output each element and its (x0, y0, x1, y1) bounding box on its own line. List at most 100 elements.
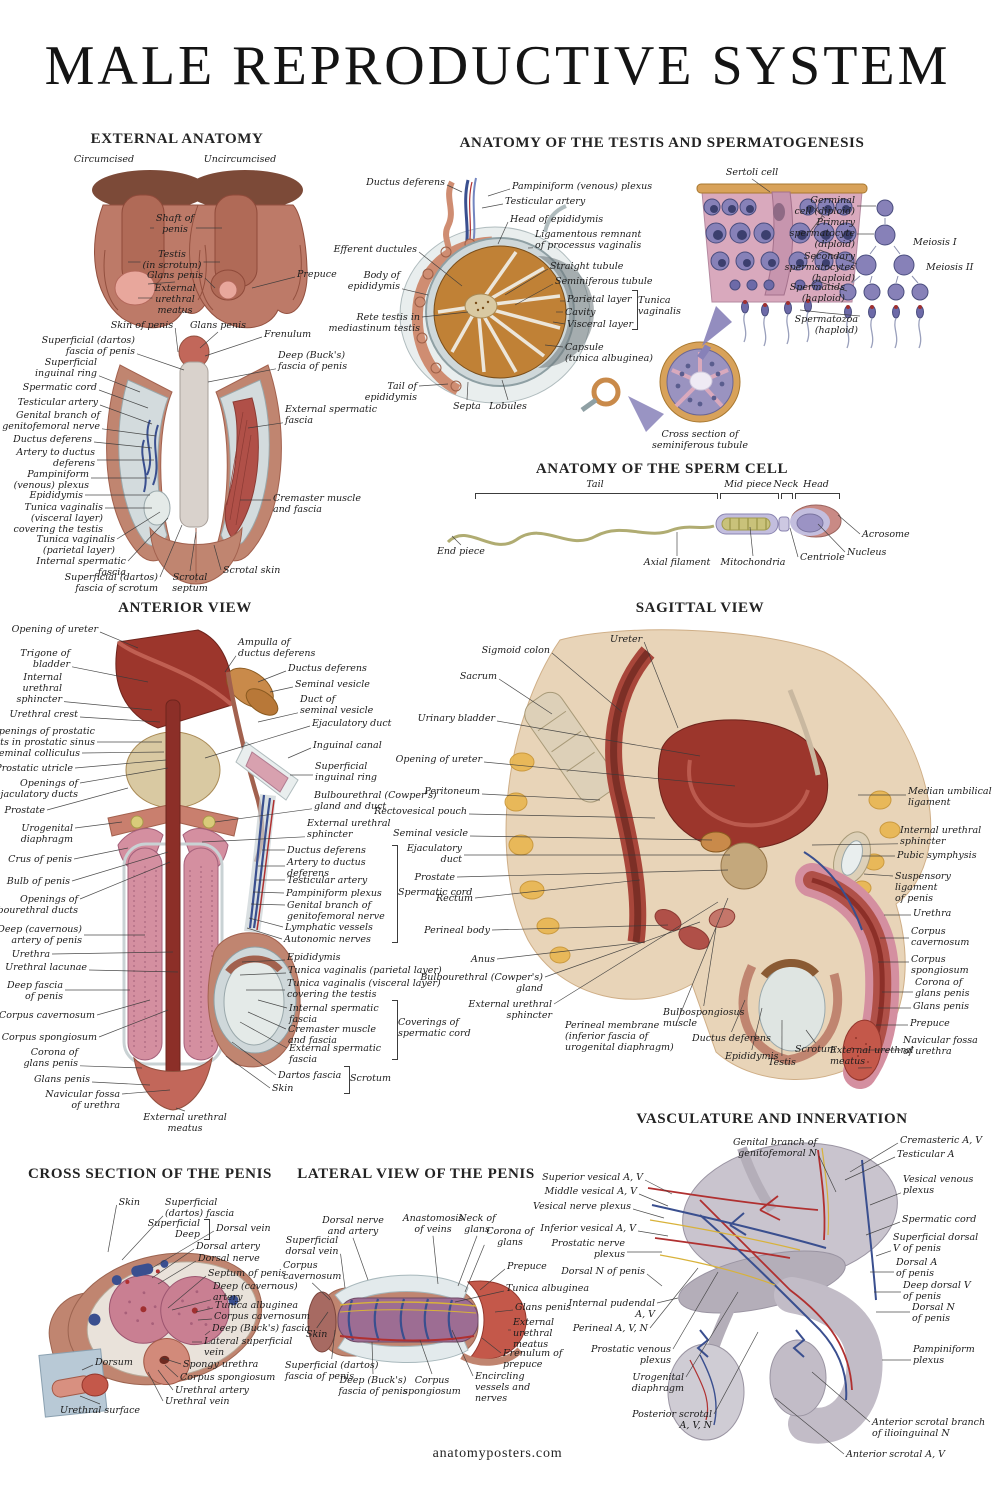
label-neck: Neck (773, 479, 799, 490)
label-capsule-tunica-albuginea: Capsule (tunica albuginea) (565, 342, 653, 364)
label-acrosome: Acrosome (862, 529, 910, 540)
label-duct-of-seminal-vesicle: Duct of seminal vesicle (300, 694, 374, 716)
label-visceral-layer: Visceral layer (567, 319, 634, 330)
label-urethra: Urethra (11, 949, 50, 960)
label-urethra: Urethra (913, 908, 952, 919)
label-superficial-dartos-fascia-of-penis: Superficial (dartos) fascia of penis (41, 335, 135, 357)
label-external-urethral-meatus: External urethral meatus (154, 283, 196, 316)
label-scrotal-skin: Scrotal skin (223, 565, 281, 576)
sperm-cell-illustration (446, 504, 842, 546)
label-dorsal-n-of-penis: Dorsal N of penis (561, 1266, 645, 1277)
label-genital-branch-of-genitofemoral-nerve: Genital branch of genitofemoral nerve (287, 900, 385, 922)
label-dorsal-n-of-penis: Dorsal N of penis (912, 1302, 955, 1324)
label-centriole: Centriole (800, 552, 845, 563)
label-dorsal-vein: Dorsal vein (216, 1223, 271, 1234)
label-prepuce: Prepuce (910, 1018, 950, 1029)
label-seminal-vesicle: Seminal vesicle (393, 828, 468, 839)
label-genital-branch-of-genitofemoral-n: Genital branch of genitofemoral N (732, 1137, 817, 1159)
label-perineal-membrane-inferior-fascia-of-uroge: Perineal membrane (inferior fascia of ur… (565, 1020, 674, 1053)
label-tunica-vaginalis-parietal-layer: Tunica vaginalis (parietal layer) (288, 965, 442, 976)
label-external-urethral-sphincter: External urethral sphincter (307, 818, 391, 840)
label-deep-fascia-of-penis: Deep fascia of penis (6, 980, 63, 1002)
label-openings-of-bulbourethral-ducts: Openings of bulbourethral ducts (0, 894, 78, 916)
label-external-urethral-meatus: External urethral meatus (143, 1112, 227, 1134)
label-superficial-dartos-fascia-of-penis: Superficial (dartos) fascia of penis (285, 1360, 379, 1382)
label-bulbourethral-cowper-s-gland-and-duct: Bulbourethral (Cowper's) gland and duct (314, 790, 437, 812)
label-parietal-layer: Parietal layer (567, 294, 632, 305)
label-glans-penis: Glans penis (515, 1302, 572, 1313)
label-deep-cavernous-artery: Deep (cavernous) artery (213, 1281, 298, 1303)
label-peritoneum: Peritoneum (424, 786, 480, 797)
label-prepuce: Prepuce (297, 269, 337, 280)
label-frenulum: Frenulum (264, 329, 312, 340)
label-axial-filament: Axial filament (643, 557, 711, 568)
label-seminal-vesicle: Seminal vesicle (295, 679, 370, 690)
bracket (720, 493, 779, 499)
label-urethral-vein: Urethral vein (165, 1396, 230, 1407)
label-posterior-scrotal-a-v-n: Posterior scrotal A, V, N (632, 1409, 712, 1431)
label-shaft-of-penis: Shaft of penis (156, 213, 194, 235)
label-external-spermatic-fascia: External spermatic fascia (289, 1043, 382, 1065)
label-corpus-spongiosum: Corpus spongiosum (403, 1375, 461, 1397)
label-prostate: Prostate (414, 872, 455, 883)
label-scrotum: Scrotum (350, 1073, 392, 1084)
label-scrotal-septum: Scrotal septum (172, 572, 208, 594)
label-inferior-vesical-a-v: Inferior vesical A, V (540, 1223, 636, 1234)
external-anatomy-illustration (92, 170, 308, 585)
label-internal-urethral-sphincter: Internal urethral sphincter (16, 672, 62, 705)
label-body-of-epididymis: Body of epididymis (347, 270, 400, 292)
label-spermatic-cord: Spermatic cord (902, 1214, 977, 1225)
label-internal-urethral-sphincter: Internal urethral sphincter (900, 825, 982, 847)
label-ductus-deferens: Ductus deferens (288, 663, 367, 674)
label-rete-testis-in-mediastinum-testis: Rete testis in mediastinum testis (328, 312, 420, 334)
label-openings-of-ejaculatory-ducts: Openings of ejaculatory ducts (0, 778, 78, 800)
label-urogenital-diaphragm: Urogenital diaphragm (631, 1372, 684, 1394)
heading-external-anatomy: EXTERNAL ANATOMY (90, 131, 264, 147)
label-opening-of-ureter: Opening of ureter (11, 624, 98, 635)
label-middle-vesical-a-v: Middle vesical A, V (544, 1186, 637, 1197)
label-pampiniform-plexus: Pampiniform plexus (286, 888, 382, 899)
label-external-urethral-meatus: External urethral meatus (830, 1045, 914, 1067)
label-epididymis: Epididymis (287, 952, 341, 963)
label-ejaculatory-duct: Ejaculatory duct (406, 843, 462, 865)
label-uncircumcised: Uncircumcised (203, 154, 277, 165)
label-testicular-artery: Testicular artery (17, 397, 98, 408)
label-anastomosis-of-veins: Anastomosis of veins (402, 1213, 464, 1235)
heading-vasculature-innervation: VASCULATURE AND INNERVATION (636, 1111, 908, 1127)
label-deep-buck-s-fascia-of-penis: Deep (Buck's) fascia of penis (278, 350, 348, 372)
label-anterior-scrotal-branch-of-ilioinguinal-n: Anterior scrotal branch of ilioinguinal … (872, 1417, 986, 1439)
label-glans-penis: Glans penis (146, 270, 204, 281)
label-deep-buck-s-fascia: Deep (Buck's) fascia (212, 1323, 311, 1334)
label-ductus-deferens: Ductus deferens (366, 177, 445, 188)
label-spermatic-cord: Spermatic cord (22, 382, 97, 393)
label-skin: Skin (306, 1329, 328, 1340)
label-prostatic-nerve-plexus: Prostatic nerve plexus (551, 1238, 625, 1260)
label-mitochondria: Mitochondria (720, 557, 786, 568)
label-autonomic-nerves: Autonomic nerves (284, 934, 371, 945)
label-straight-tubule: Straight tubule (550, 261, 624, 272)
label-pampiniform-venous-plexus: Pampiniform (venous) plexus (13, 469, 89, 491)
label-corpus-spongiosum: Corpus spongiosum (911, 954, 969, 976)
label-anterior-scrotal-a-v: Anterior scrotal A, V (846, 1449, 946, 1460)
bracket (392, 1000, 398, 1060)
label-corpus-cavernosum: Corpus cavernosum (283, 1260, 342, 1282)
label-pampiniform-venous-plexus: Pampiniform (venous) plexus (512, 181, 653, 192)
label-corpus-spongiosum: Corpus spongiosum (1, 1032, 97, 1043)
label-rectum: Rectum (435, 893, 473, 904)
label-end-piece: End piece (437, 546, 485, 557)
label-dorsal-artery: Dorsal artery (196, 1241, 261, 1252)
label-glans-penis: Glans penis (33, 1074, 90, 1085)
label-ureter: Ureter (610, 634, 643, 645)
label-bulb-of-penis: Bulb of penis (6, 876, 70, 887)
label-ductus-deferens: Ductus deferens (287, 845, 366, 856)
label-deep-cavernous-artery-of-penis: Deep (cavernous) artery of penis (0, 924, 82, 946)
label-deep-dorsal-v-of-penis: Deep dorsal V of penis (903, 1280, 971, 1302)
label-septum-of-penis: Septum of penis (208, 1268, 287, 1279)
label-tunica-vaginalis: Tunica vaginalis (638, 295, 681, 317)
label-superficial-dartos-fascia-of-scrotum: Superficial (dartos) fascia of scrotum (64, 572, 158, 594)
label-testicular-a: Testicular A (897, 1149, 955, 1160)
label-external-urethral-sphincter: External urethral sphincter (468, 999, 552, 1021)
label-spermatozoa-haploid: Spermatozoa (haploid) (794, 314, 858, 336)
anterior-view-illustration (107, 629, 301, 1111)
